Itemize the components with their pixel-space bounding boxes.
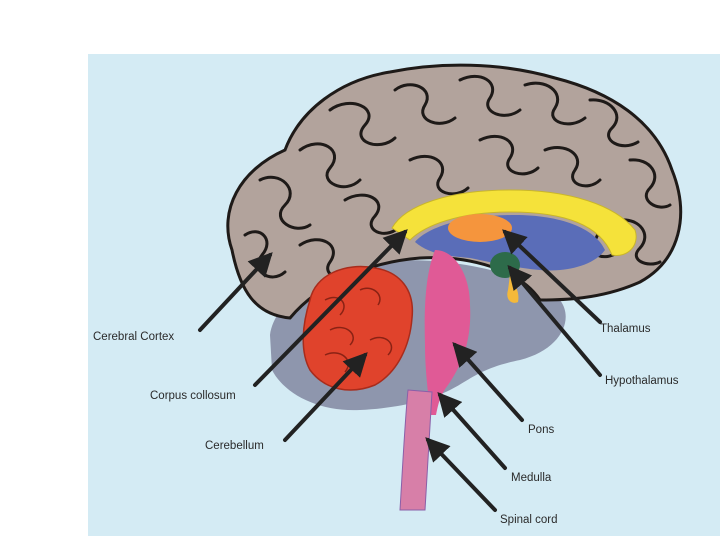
label-corpus-collosum: Corpus collosum — [150, 390, 236, 402]
corpus-callosum — [391, 189, 637, 256]
arrow-medulla — [437, 392, 507, 470]
spinal-cord — [399, 389, 433, 511]
label-pons: Pons — [528, 424, 555, 436]
arrow-hypothalamus — [507, 264, 602, 377]
arrow-pons — [452, 342, 524, 422]
arrow-cerebral-cortex — [198, 252, 273, 332]
label-medulla: Medulla — [511, 472, 552, 484]
pons — [424, 250, 471, 415]
cortex-gyri — [243, 74, 672, 280]
label-cerebellum: Cerebellum — [205, 440, 264, 452]
label-hypothalamus: Hypothalamus — [605, 375, 679, 387]
arrow-corpus-collosum — [253, 229, 408, 387]
label-thalamus: Thalamus — [600, 323, 651, 335]
label-cerebral-cortex: Cerebral Cortex — [93, 331, 175, 343]
arrow-thalamus — [502, 229, 602, 324]
label-spinal-cord: Spinal cord — [500, 514, 558, 526]
label-arrows — [198, 229, 602, 512]
thalamus — [448, 214, 512, 242]
arrow-cerebellum — [283, 352, 368, 442]
arrow-spinal-cord — [425, 437, 497, 512]
